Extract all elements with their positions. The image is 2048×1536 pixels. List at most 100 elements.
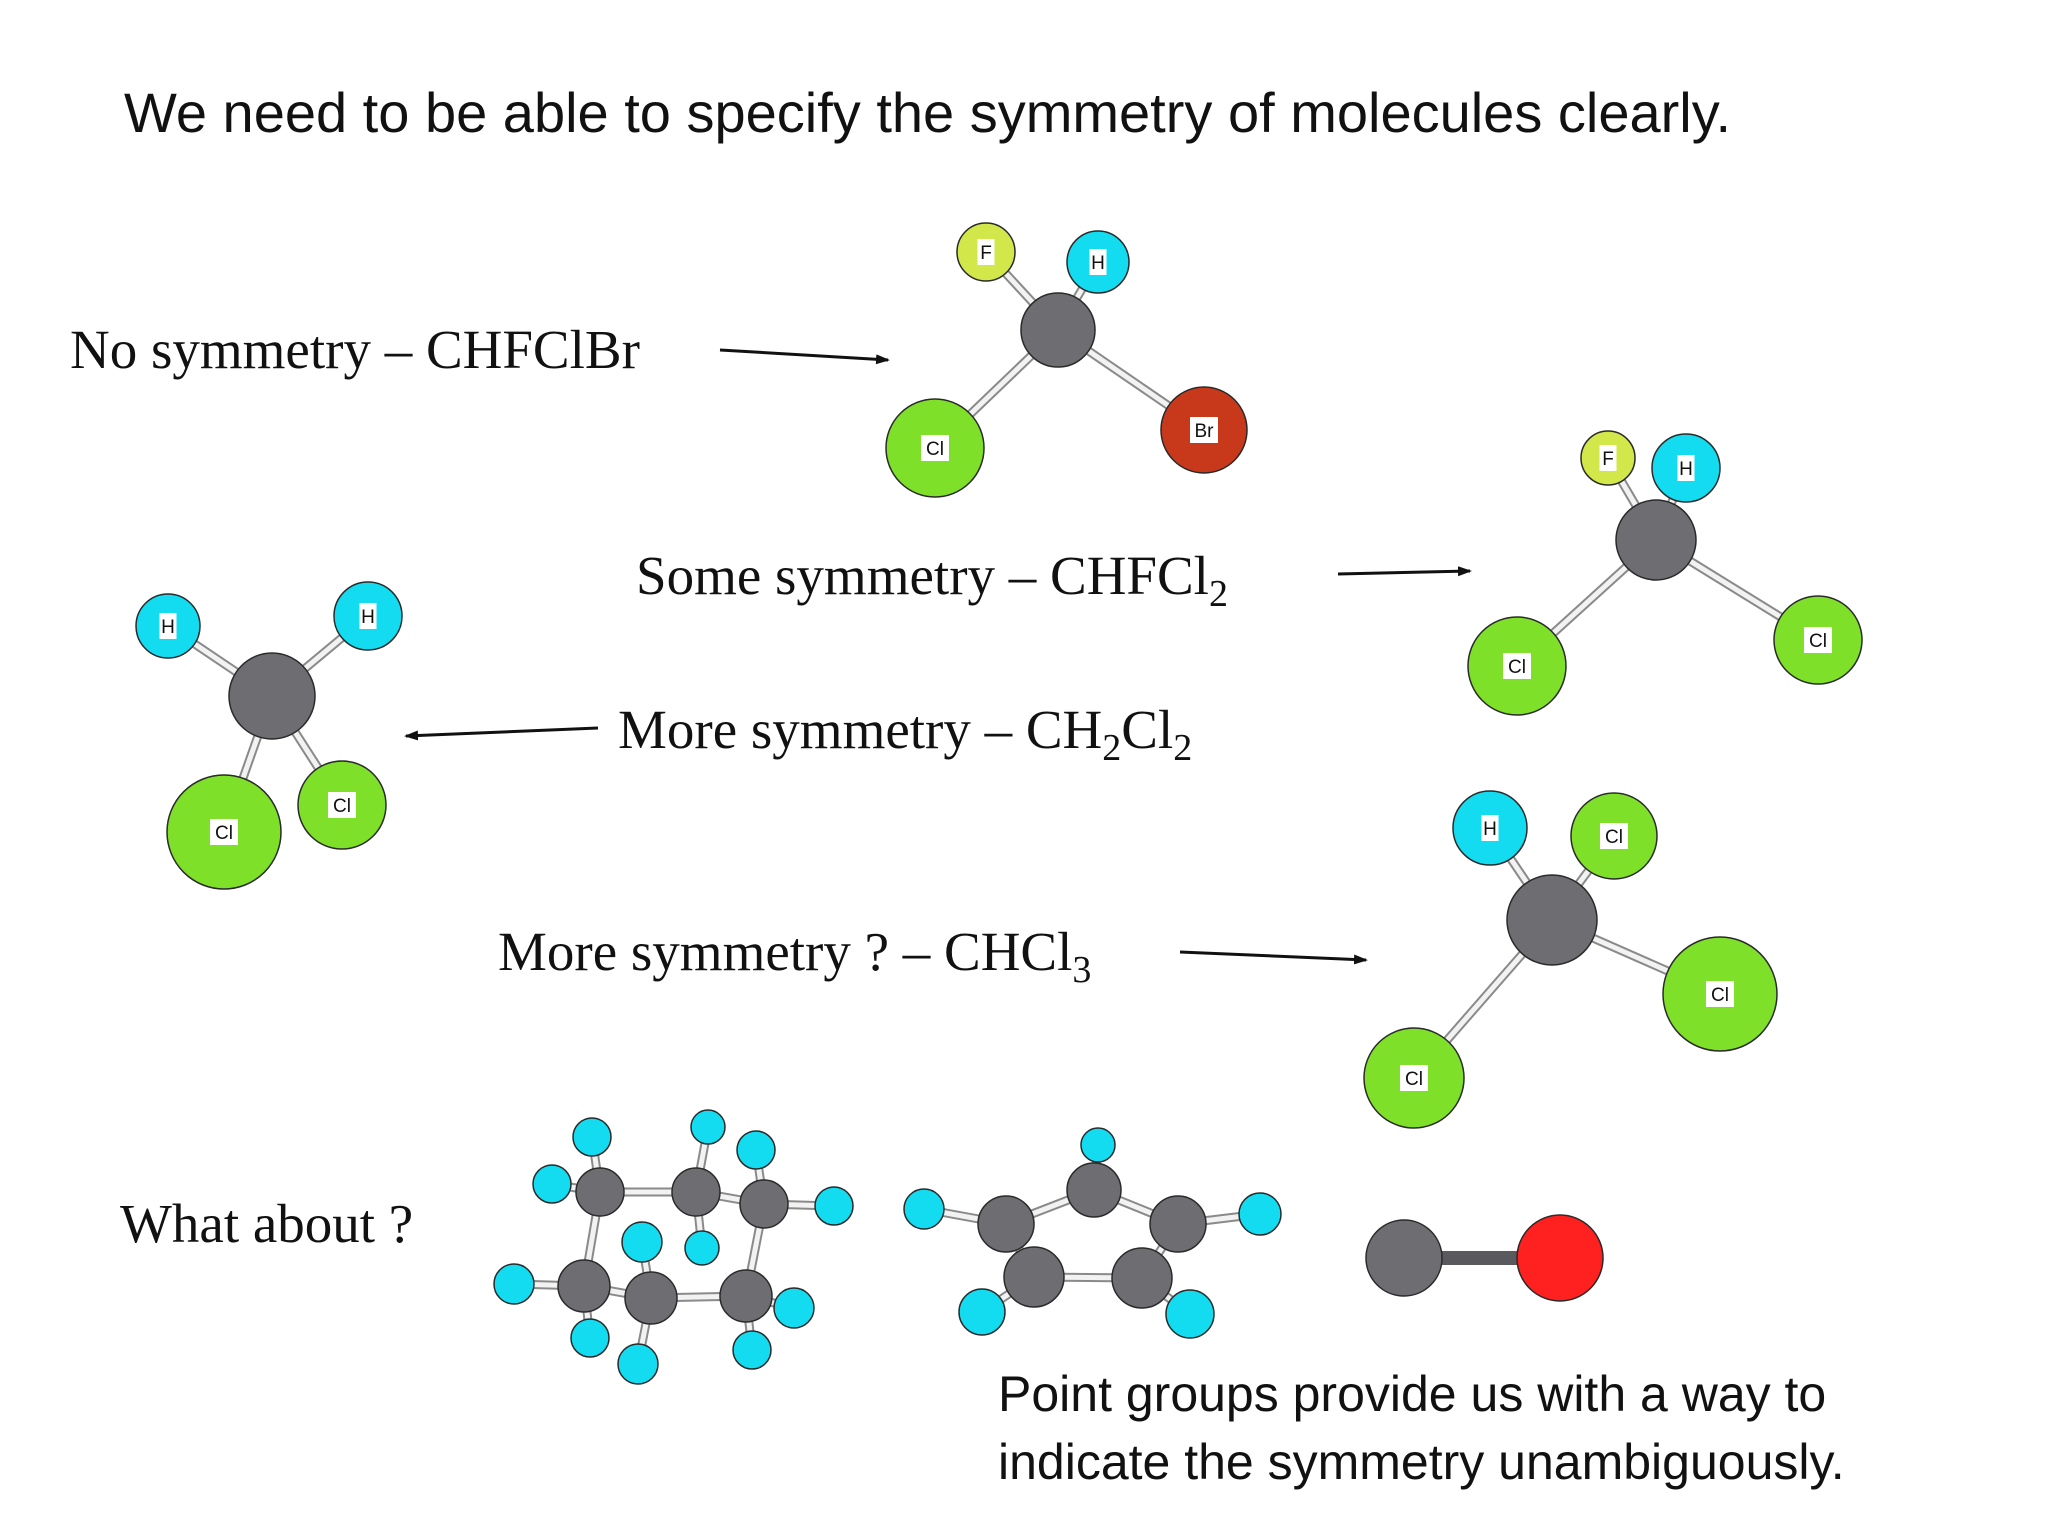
chcl3-chlorine-atom-3: Cl [1662, 936, 1778, 1052]
cyclopentadienyl-carbon-atom-3 [1003, 1246, 1065, 1308]
chfcl2-atom-label-3: Cl [1508, 657, 1526, 678]
chfcl2-atom-label-bg-4 [1804, 627, 1832, 653]
caption-ch2cl2: More symmetry – CH2Cl2 [618, 698, 1192, 770]
ch2cl2-chlorine-atom-3: Cl [166, 774, 282, 890]
chfclbr-carbon-atom-0 [1020, 292, 1096, 368]
cyclohexane-atom-sphere-0 [575, 1167, 625, 1217]
cyclohexane-hydrogen-atom-6 [572, 1117, 612, 1157]
chfclbr-atom-label-bg-2 [1089, 249, 1107, 275]
ch2cl2-chlorine-atom-4: Cl [297, 760, 387, 850]
chfclbr-hydrogen-atom-2: H [1066, 230, 1130, 294]
cyclohexane-atom-sphere-13 [493, 1263, 535, 1305]
chfclbr-fluorine-atom-1: F [956, 222, 1016, 282]
caption-chcl3: More symmetry ? – CHCl3 [498, 920, 1091, 992]
cyclopentadienyl-hydrogen-atom-7 [1238, 1192, 1282, 1236]
caption-chcl3-subscript: 3 [1072, 949, 1092, 991]
chfcl2-fluorine-atom-1: F [1580, 430, 1636, 486]
cyclopentadienyl-atom-sphere-0 [1066, 1162, 1122, 1218]
chcl3-atom-label-3: Cl [1711, 985, 1729, 1006]
cyclopentadienyl-hydrogen-atom-8 [958, 1288, 1006, 1336]
chfcl2-atom-sphere-0 [1615, 499, 1697, 581]
cyclohexane-hydrogen-atom-7 [532, 1164, 572, 1204]
chcl3-atom-label-1: H [1483, 819, 1497, 840]
arrows-layer [404, 348, 1472, 965]
cyclohexane-atom-sphere-5 [719, 1269, 773, 1323]
cyclohexane-carbon-atom-1 [671, 1167, 721, 1217]
chfcl2-carbon-atom-0 [1615, 499, 1697, 581]
ch2cl2-atom-label-bg-2 [359, 603, 377, 629]
caption-what-about: What about ? [120, 1193, 414, 1254]
ch2cl2-carbon-atom-0 [228, 652, 316, 740]
carbon-monoxide-oxygen-atom-1 [1516, 1214, 1604, 1302]
cyclopentadienyl-hydrogen-atom-6 [903, 1188, 945, 1230]
ch2cl2-atom-label-2: H [361, 607, 375, 628]
cyclopentadienyl-hydrogen-atom-9 [1165, 1289, 1215, 1339]
chfcl2-hydrogen-atom-2: H [1651, 433, 1721, 503]
cyclohexane-atom-sphere-14 [570, 1318, 610, 1358]
chcl3-atom-label-2: Cl [1605, 827, 1623, 848]
cyclohexane-atom-sphere-16 [773, 1287, 815, 1329]
cyclohexane-atom-sphere-12 [814, 1186, 854, 1226]
arrow-to-chcl3 [1179, 950, 1368, 965]
cyclopentadienyl-atom-sphere-1 [977, 1195, 1035, 1253]
caption-ch2cl2-part2: Cl [1121, 699, 1174, 760]
chfcl2-atom-label-4: Cl [1809, 631, 1827, 652]
chcl3-chlorine-atom-2: Cl [1570, 792, 1658, 880]
cyclohexane-atom-sphere-2 [739, 1179, 789, 1229]
cyclohexane-carbon-atom-2 [739, 1179, 789, 1229]
cyclohexane-atom-sphere-3 [557, 1259, 611, 1313]
cyclohexane-atom-sphere-8 [690, 1109, 726, 1145]
footer-line-2: indicate the symmetry unambiguously. [998, 1434, 1845, 1490]
ch2cl2-atom-label-bg-1 [159, 613, 177, 639]
arrow-to-chfclbr [719, 348, 890, 365]
cyclohexane-carbon-atom-3 [557, 1259, 611, 1313]
arrow-to-chfcl2 [1337, 566, 1472, 577]
caption-chcl3-text: More symmetry ? – CHCl [498, 921, 1073, 982]
chfclbr-atom-label-bg-3 [921, 435, 949, 461]
chcl3-atom-label-bg-2 [1600, 823, 1628, 849]
cyclopentadienyl-atom-sphere-4 [1111, 1247, 1173, 1309]
cyclohexane-atom-sphere-9 [736, 1130, 776, 1170]
footer-line-1: Point groups provide us with a way to [998, 1366, 1827, 1422]
cyclopentadienyl-carbon-atom-0 [1066, 1162, 1122, 1218]
cyclopentadienyl-atom-sphere-8 [958, 1288, 1006, 1336]
ch2cl2-atom-label-bg-4 [328, 792, 356, 818]
chfcl2-atom-label-bg-3 [1503, 653, 1531, 679]
chfcl2-chlorine-atom-3: Cl [1467, 616, 1567, 716]
cyclopentadienyl-atom-sphere-7 [1238, 1192, 1282, 1236]
cyclopentadienyl-atom-sphere-6 [903, 1188, 945, 1230]
cyclohexane-hydrogen-atom-10 [621, 1221, 663, 1263]
cyclohexane-hydrogen-atom-9 [736, 1130, 776, 1170]
cyclopentadienyl-atom-sphere-5 [1080, 1127, 1116, 1163]
cyclohexane-carbon-atom-5 [719, 1269, 773, 1323]
cyclopentadienyl-carbon-atom-2 [1149, 1195, 1207, 1253]
cyclohexane-atom-sphere-17 [732, 1330, 772, 1370]
chfclbr-atom-sphere-0 [1020, 292, 1096, 368]
caption-ch2cl2-subscript1: 2 [1102, 727, 1122, 769]
cyclohexane-hydrogen-atom-17 [732, 1330, 772, 1370]
chcl3-atom-label-bg-1 [1481, 815, 1499, 841]
caption-ch2cl2-part1: More symmetry – CH [618, 699, 1103, 760]
cyclohexane-atom-sphere-6 [572, 1117, 612, 1157]
ch2cl2-hydrogen-atom-2: H [333, 581, 403, 651]
ch2cl2-hydrogen-atom-1: H [135, 593, 201, 659]
chfclbr-atom-label-2: H [1091, 253, 1105, 274]
caption-chfcl2-subscript: 2 [1208, 573, 1228, 615]
chfclbr-atom-label-bg-4 [1190, 417, 1218, 443]
chfclbr-atom-label-bg-1 [977, 239, 995, 265]
ch2cl2-atom-sphere-0 [228, 652, 316, 740]
chfcl2-atom-label-1: F [1602, 449, 1614, 470]
cyclohexane-atom-sphere-10 [621, 1221, 663, 1263]
chcl3-atom-sphere-0 [1506, 874, 1598, 966]
chfclbr-bromine-atom-4: Br [1160, 386, 1248, 474]
chfclbr-atom-label-1: F [980, 243, 992, 264]
ch2cl2-atom-label-bg-3 [210, 819, 238, 845]
page-title: We need to be able to specify the symmet… [124, 81, 1732, 144]
chcl3-chlorine-atom-4: Cl [1363, 1027, 1465, 1129]
cyclohexane-hydrogen-atom-11 [684, 1230, 720, 1266]
chcl3-atom-label-4: Cl [1405, 1069, 1423, 1090]
cyclohexane-hydrogen-atom-16 [773, 1287, 815, 1329]
chcl3-atom-label-bg-4 [1400, 1065, 1428, 1091]
cyclopentadienyl-hydrogen-atom-5 [1080, 1127, 1116, 1163]
